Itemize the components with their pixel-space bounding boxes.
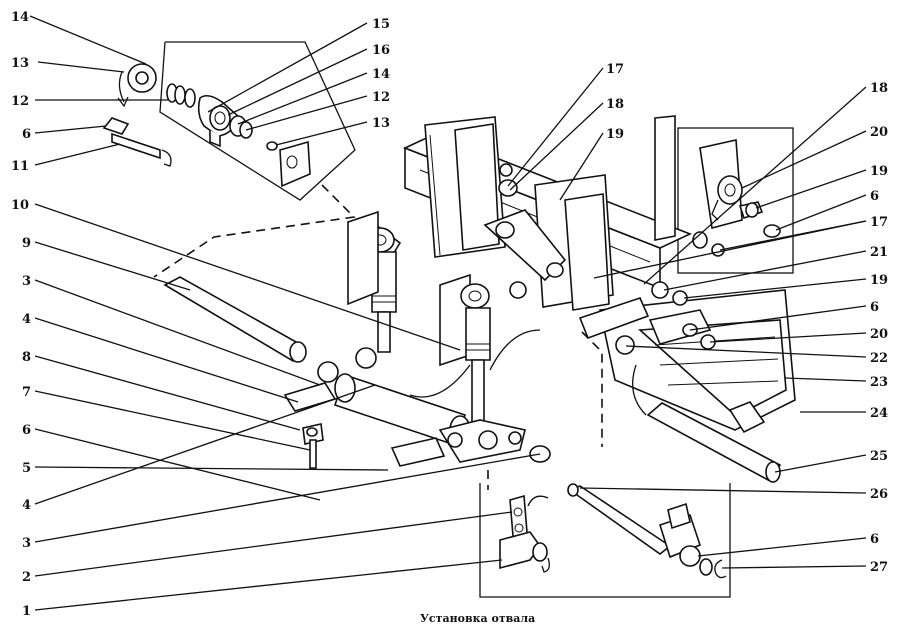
- callout-label: 14: [11, 10, 29, 25]
- callout-label: 12: [11, 94, 29, 109]
- callout-label: 24: [870, 406, 888, 421]
- detail-inset-top-left: [102, 41, 356, 201]
- detail-inset-bottom: [479, 483, 731, 598]
- callout-label: 19: [870, 273, 888, 288]
- leader-lines: [29, 15, 867, 611]
- callout-label: 3: [22, 536, 31, 551]
- callout-label: 4: [22, 498, 31, 513]
- callout-label: 21: [870, 245, 888, 260]
- callout-label: 13: [11, 56, 29, 71]
- callout-label: 13: [372, 116, 390, 131]
- callout-label: 23: [870, 375, 888, 390]
- callout-label: 3: [22, 274, 31, 289]
- callout-label: 1: [22, 604, 31, 619]
- callout-label: 6: [870, 189, 879, 204]
- callout-label: 6: [870, 300, 879, 315]
- callout-label: 5: [22, 461, 31, 476]
- callout-label: 20: [870, 327, 888, 342]
- callout-label: 4: [22, 312, 31, 327]
- callout-label: 6: [22, 127, 31, 142]
- callout-label: 7: [22, 385, 31, 400]
- callout-label: 17: [870, 215, 888, 230]
- callout-label: 6: [870, 532, 879, 547]
- figure-caption: Установка отвала: [420, 612, 535, 625]
- callout-label: 8: [22, 350, 31, 365]
- callout-label: 20: [870, 125, 888, 140]
- callout-label: 12: [372, 90, 390, 105]
- callout-label: 17: [606, 62, 624, 77]
- callout-label: 26: [870, 487, 888, 502]
- callouts-top: 15 16 14 12 13 17 18 19: [372, 17, 624, 142]
- callout-label: 9: [22, 236, 31, 251]
- callout-label: 14: [372, 67, 390, 82]
- callouts-left: 14 13 12 6 11 10 9 3 4 8 7 6 5 4 3 2 1: [11, 10, 31, 619]
- callout-label: 19: [606, 127, 624, 142]
- callout-label: 2: [22, 570, 31, 585]
- callout-label: 6: [22, 423, 31, 438]
- dashed-connectors: [153, 184, 603, 490]
- callout-label: 10: [11, 198, 29, 213]
- callout-label: 16: [372, 43, 390, 58]
- callout-label: 18: [606, 97, 624, 112]
- callout-label: 11: [11, 159, 29, 174]
- callout-label: 25: [870, 449, 888, 464]
- callout-label: 15: [372, 17, 390, 32]
- callout-label: 27: [870, 560, 888, 575]
- callout-label: 22: [870, 351, 888, 366]
- blade-assembly: [163, 115, 796, 483]
- callout-label: 18: [870, 81, 888, 96]
- callout-label: 19: [870, 164, 888, 179]
- callouts-right: 18 20 19 6 17 21 19 6 20 22 23 24 25 26 …: [870, 81, 888, 575]
